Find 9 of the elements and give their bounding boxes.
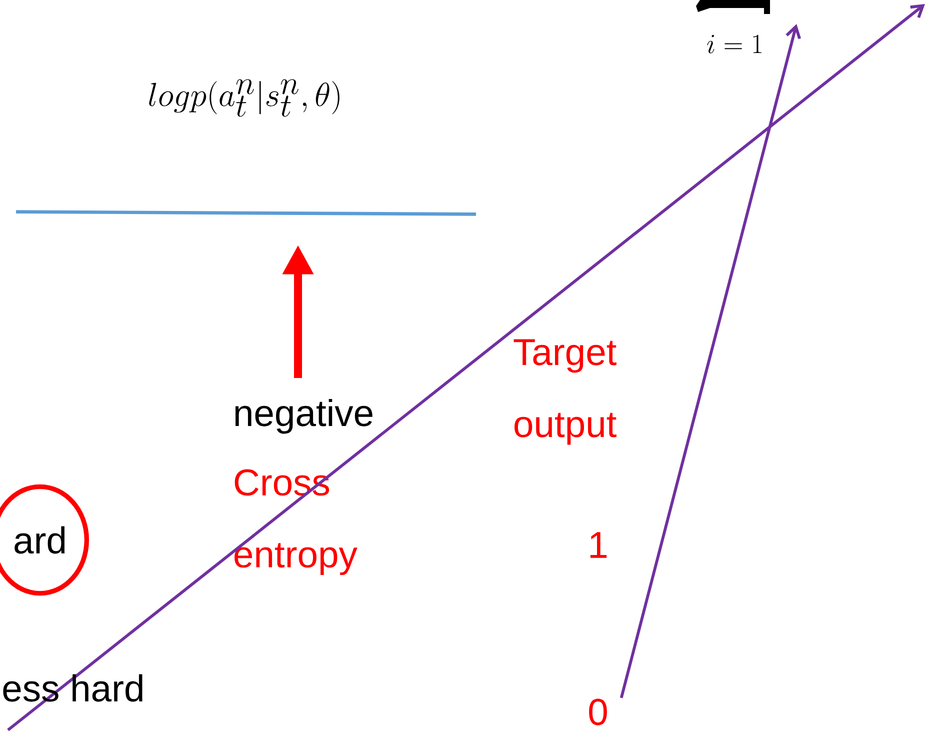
circled-word: ard — [0, 484, 89, 596]
formula: $i=1$ — [707, 34, 762, 54]
formula: $logp(a_t^n|s_t^n,\theta)$ — [149, 79, 340, 117]
value-text: 1 — [590, 532, 607, 558]
annotation-text: Target output — [514, 339, 616, 445]
fraction-line — [16, 210, 476, 216]
arrow — [620, 24, 801, 698]
value-text: 0 — [589, 698, 607, 726]
annotation-text: ess hard — [3, 674, 142, 702]
